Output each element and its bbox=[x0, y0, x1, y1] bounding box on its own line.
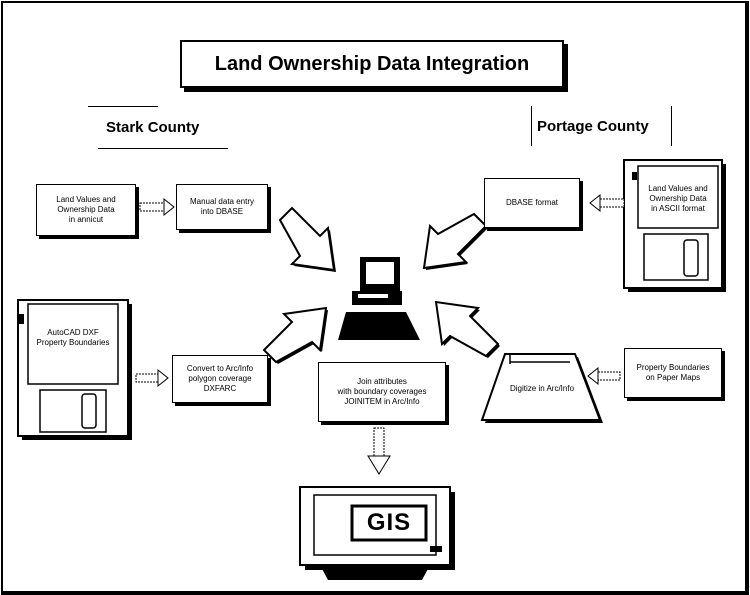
big-arrow-icon-convert-to-computer bbox=[262, 306, 328, 364]
stark-rule-top bbox=[88, 106, 158, 107]
stark-rule-bottom bbox=[98, 148, 228, 149]
small-arrow-icon-landvalues-to-manual bbox=[139, 197, 175, 217]
big-arrow-icon-digitize-to-computer bbox=[434, 300, 500, 358]
big-arrow-icon-manual-to-computer bbox=[278, 206, 336, 272]
portage-county-heading: Portage County bbox=[537, 118, 649, 135]
small-arrow-icon-autocad-to-convert bbox=[135, 368, 169, 388]
convert-box: Convert to Arc/Info polygon coverage DXF… bbox=[172, 355, 268, 403]
computer-icon bbox=[338, 257, 420, 340]
page-title-text: Land Ownership Data Integration bbox=[214, 52, 530, 75]
manual-entry-text: Manual data entry into DBASE bbox=[189, 197, 255, 216]
floppy-disk-icon-stark bbox=[17, 299, 132, 440]
gis-label: GIS bbox=[366, 509, 412, 536]
convert-text: Convert to Arc/Info polygon coverage DXF… bbox=[186, 364, 254, 393]
page-title: Land Ownership Data Integration bbox=[180, 40, 564, 88]
gis-monitor-icon bbox=[299, 486, 455, 580]
small-arrow-icon-join-to-gis bbox=[367, 427, 391, 475]
small-arrow-icon-paper-to-digitize bbox=[587, 366, 621, 386]
stark-land-values-text: Land Values and Ownership Data in annicu… bbox=[56, 195, 116, 224]
ascii-label: Land Values and Ownership Data in ASCII … bbox=[648, 184, 708, 213]
floppy-disk-icon-portage bbox=[623, 159, 726, 292]
join-text: Join attributes with boundary coverages … bbox=[337, 377, 427, 406]
digitize-label: Digitize in Arc/Info bbox=[509, 384, 575, 393]
small-arrow-icon-ascii-to-dbase bbox=[589, 193, 625, 213]
dbase-format-text: DBASE format bbox=[505, 198, 558, 207]
autocad-label: AutoCAD DXF Property Boundaries bbox=[36, 328, 110, 347]
portage-rule-right bbox=[671, 106, 672, 146]
paper-maps-box: Property Boundaries on Paper Maps bbox=[624, 348, 722, 398]
join-box: Join attributes with boundary coverages … bbox=[318, 362, 446, 422]
stark-land-values-box: Land Values and Ownership Data in annicu… bbox=[36, 184, 136, 236]
big-arrow-icon-dbase-to-computer bbox=[422, 212, 488, 270]
portage-rule-left bbox=[531, 106, 532, 146]
stark-county-heading: Stark County bbox=[106, 119, 200, 136]
digitizer-tablet-icon bbox=[480, 353, 603, 423]
paper-maps-text: Property Boundaries on Paper Maps bbox=[636, 363, 710, 382]
manual-entry-box: Manual data entry into DBASE bbox=[176, 184, 268, 230]
dbase-format-box: DBASE format bbox=[484, 178, 580, 228]
